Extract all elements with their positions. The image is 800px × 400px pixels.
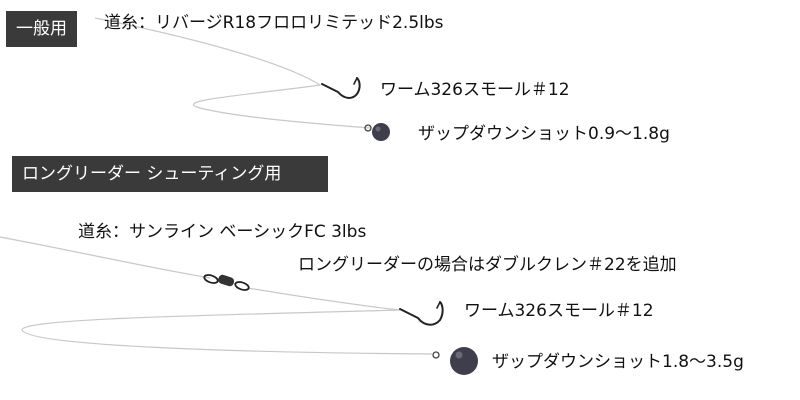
line-label-general: 道糸：リバージR18フロロリミテッド2.5lbs bbox=[104, 13, 444, 33]
shot-label-long-leader: ザップダウンショット1.8～3.5g bbox=[492, 352, 744, 372]
sinker-icon bbox=[364, 123, 390, 141]
fishing-line-long-leader bbox=[0, 236, 211, 279]
swivel-label: ロングリーダーの場合はダブルクレン＃22を追加 bbox=[298, 255, 677, 275]
hook-icon bbox=[399, 301, 444, 326]
worm-label-long-leader: ワーム326スモール＃12 bbox=[464, 301, 654, 321]
sinker-icon bbox=[432, 347, 478, 375]
shot-label-general: ザップダウンショット0.9～1.8g bbox=[418, 124, 670, 144]
fishing-line-general bbox=[94, 17, 371, 129]
worm-label-general: ワーム326スモール＃12 bbox=[380, 80, 570, 100]
section-title-long-leader: ロングリーダー シューティング用 bbox=[12, 156, 328, 192]
swivel-icon bbox=[203, 274, 250, 291]
hook-icon bbox=[321, 77, 361, 99]
line-label-long-leader: 道糸：サンライン ベーシックFC 3lbs bbox=[78, 222, 367, 242]
section-title-general: 一般用 bbox=[6, 11, 77, 47]
leader-line bbox=[21, 287, 433, 355]
